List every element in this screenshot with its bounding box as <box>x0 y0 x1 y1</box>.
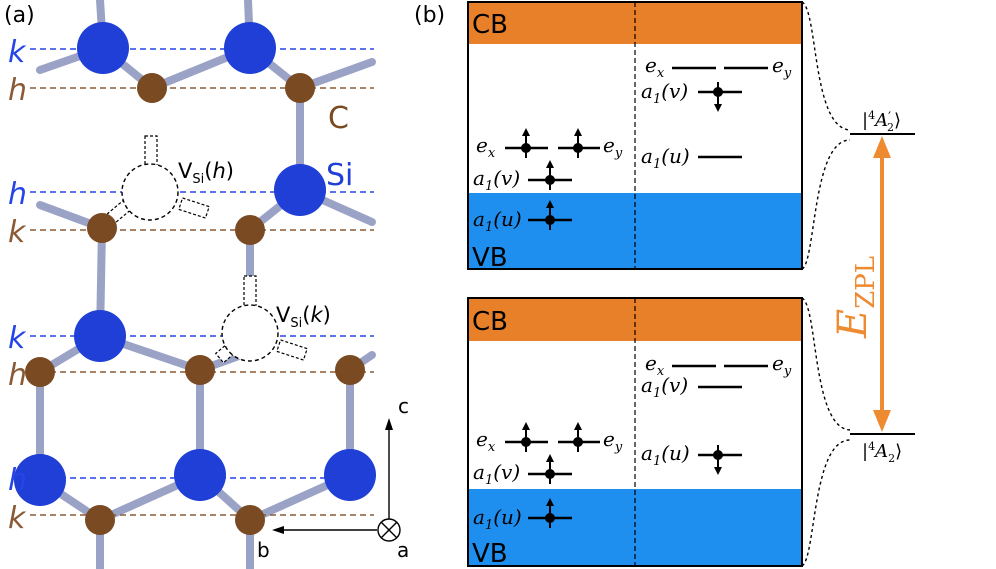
carbon-atom <box>235 215 265 245</box>
silicon-atom <box>224 22 276 74</box>
carbon-atom <box>235 505 265 535</box>
layer-label-h: h <box>8 463 27 498</box>
level-a1u-label: a1(u) <box>473 505 522 533</box>
carbon-atom <box>335 355 365 385</box>
crystal-axes <box>272 418 401 542</box>
level-a1v-label: a1(v) <box>641 373 688 401</box>
panel-b: (b) CB VB ex ey a1(v) a1(u) ex <box>414 1 915 569</box>
level-a1u-label: a1(u) <box>641 441 690 469</box>
layer-label-k: k <box>8 215 27 250</box>
electron-spin-up <box>573 422 583 452</box>
zpl-arrow <box>873 136 891 432</box>
carbon-atoms <box>25 73 365 535</box>
silicon-atom <box>274 164 326 216</box>
electron-spin-down <box>713 82 723 112</box>
silicon-atoms <box>14 22 376 506</box>
electron-spin-up <box>521 128 531 158</box>
vacancy-dangling-bonds <box>106 135 308 364</box>
axis-a-label: a <box>397 538 409 562</box>
vacancy-h-label: VSi(h) <box>178 159 234 187</box>
silicon-atom <box>74 310 126 362</box>
state-connectors <box>801 1 851 567</box>
carbon-atom <box>25 357 55 387</box>
silicon-atom <box>174 449 226 501</box>
carbon-label: C <box>328 101 349 136</box>
vb-label: VB <box>472 539 508 569</box>
layer-label-h: h <box>8 73 27 108</box>
carbon-atom <box>87 213 117 243</box>
carbon-atom <box>185 355 215 385</box>
electron-spin-up <box>545 454 555 484</box>
cb-label: CB <box>472 10 508 40</box>
vacancy-k-site <box>221 304 279 362</box>
panel-b-label: (b) <box>414 3 445 28</box>
electron-spin-down <box>713 445 723 475</box>
layer-labels: k h h k k h h k <box>8 35 27 536</box>
panel-a: (a) <box>4 0 409 569</box>
panel-a-label: (a) <box>4 3 35 28</box>
carbon-atom <box>137 73 167 103</box>
level-a1v-label: a1(v) <box>473 460 520 488</box>
electron-spin-up <box>573 128 583 158</box>
level-a1v-label: a1(v) <box>641 79 688 107</box>
electron-spin-up <box>545 498 555 528</box>
zpl-label: EZPL <box>830 256 881 339</box>
cb-label: CB <box>472 307 508 337</box>
level-ex-label: ex <box>645 351 665 379</box>
excited-state-box: CB VB ex ey a1(v) a1(u) ex ey a1(v) <box>467 1 803 273</box>
level-a1u-label: a1(u) <box>641 144 690 172</box>
level-a1u-label: a1(u) <box>473 207 522 235</box>
carbon-atom <box>285 73 315 103</box>
silicon-atom <box>324 449 376 501</box>
electron-spin-up <box>545 160 555 190</box>
layer-label-k: k <box>8 501 27 536</box>
layer-label-k: k <box>8 321 27 356</box>
electron-spin-up <box>545 200 555 230</box>
excited-state-label: |4A′2⟩ <box>862 109 901 134</box>
ground-state-box: CB VB ex ey a1(v) a1(u) ex ey a1(v) a1(u… <box>467 297 803 569</box>
vb-label: VB <box>472 243 508 273</box>
silicon-label: Si <box>326 158 353 193</box>
layer-label-h: h <box>8 177 27 212</box>
level-a1v-label: a1(v) <box>473 166 520 194</box>
level-ey-label: ey <box>772 351 792 379</box>
level-ey-label: ey <box>603 133 623 161</box>
vacancy-k-label: VSi(k) <box>276 303 331 331</box>
level-ey-label: ey <box>603 427 623 455</box>
layer-label-h: h <box>8 358 27 393</box>
silicon-atom <box>77 22 129 74</box>
level-ex-label: ex <box>476 427 496 455</box>
carbon-atom <box>85 505 115 535</box>
level-ex-label: ex <box>645 53 665 81</box>
ground-state-label: |4A2⟩ <box>862 440 902 465</box>
silicon-atom <box>14 454 66 506</box>
axis-b-label: b <box>257 538 270 562</box>
vacancy-h-site <box>121 163 179 221</box>
layer-label-k: k <box>8 35 27 70</box>
electron-spin-up <box>521 422 531 452</box>
level-ex-label: ex <box>476 133 496 161</box>
level-ey-label: ey <box>772 53 792 81</box>
axis-c-label: c <box>398 394 409 418</box>
